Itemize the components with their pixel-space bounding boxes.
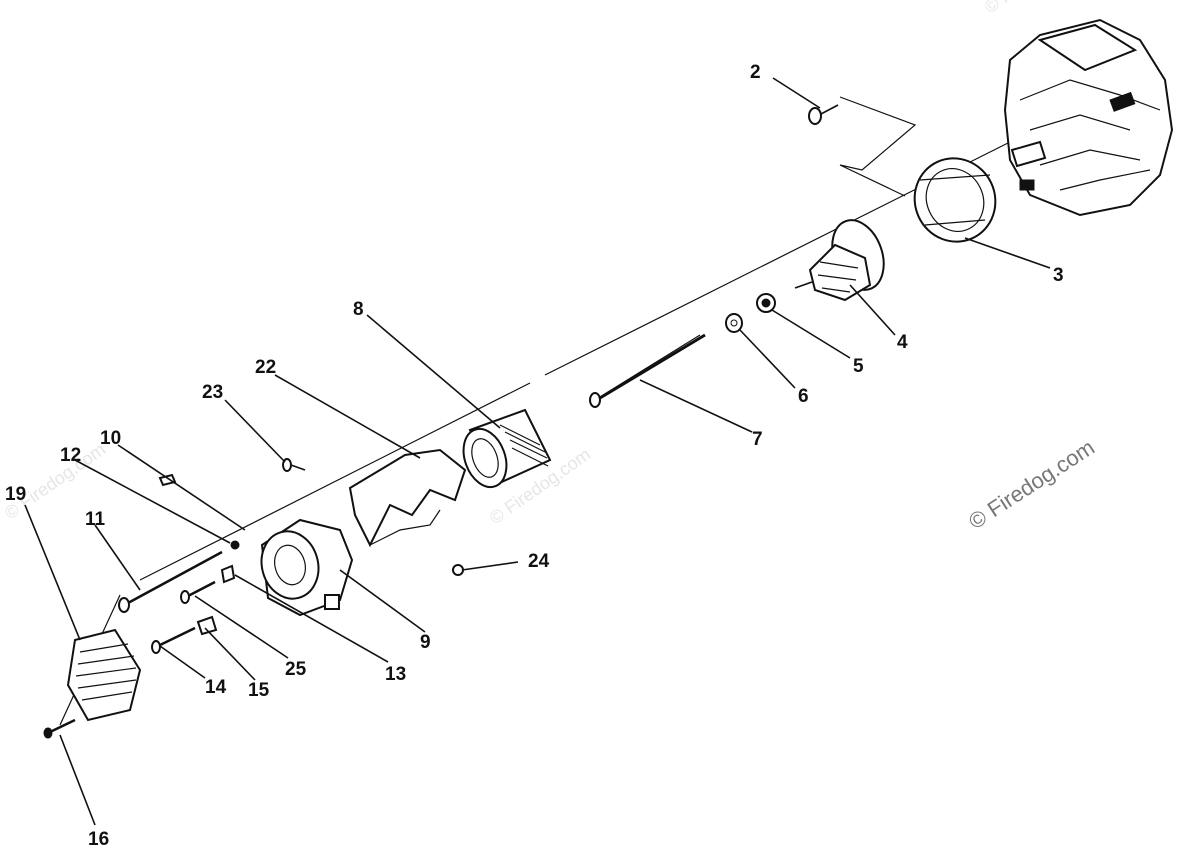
small-hardware [43,104,839,739]
label-4: 4 [897,332,908,353]
label-11: 11 [85,509,106,530]
part-19-grille [66,628,142,722]
leader-lines [24,77,1051,826]
label-2: 2 [750,62,761,83]
label-24: 24 [528,551,550,572]
part-3-blower-housing [913,157,997,243]
engine [1003,18,1174,217]
label-10: 10 [100,428,121,449]
label-13: 13 [385,664,406,685]
label-3: 3 [1053,265,1064,286]
label-23: 23 [202,382,223,403]
watermark: © Firedog.com [964,434,1099,534]
faint-watermark-top: © Firedog.com [981,0,1089,17]
label-16: 16 [88,829,109,850]
part-22-cover [348,448,467,548]
part-6-washer [725,313,743,333]
label-22: 22 [255,357,276,378]
part-labels: 2 3 4 5 6 7 8 9 10 11 12 13 14 15 16 19 … [5,62,1064,850]
label-14: 14 [205,677,227,698]
label-6: 6 [798,386,809,407]
label-5: 5 [853,356,864,377]
label-25: 25 [285,659,307,680]
label-8: 8 [353,299,364,320]
part-7-through-bolt [589,333,706,408]
label-12: 12 [60,445,81,466]
label-9: 9 [420,632,431,653]
part-5-nut [756,293,776,313]
part-9-end-bell [260,518,354,617]
part-8-stator [462,408,552,489]
label-7: 7 [752,429,763,450]
label-15: 15 [248,680,270,701]
part-2-bracket [839,96,917,197]
part-4-rotor [794,219,885,302]
label-19: 19 [5,484,26,505]
